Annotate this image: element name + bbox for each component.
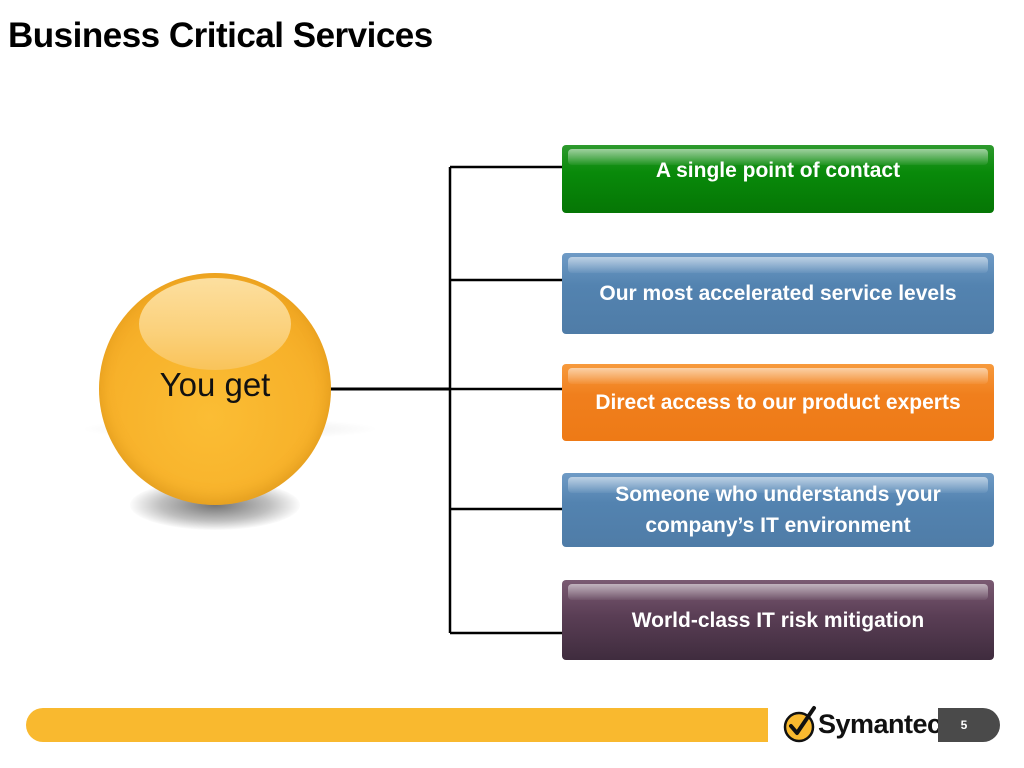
- benefit-label: World-class IT risk mitigation: [631, 608, 925, 632]
- benefit-box-4: Someone who understands your company’s I…: [562, 473, 994, 547]
- benefit-label: Our most accelerated service levels: [599, 282, 957, 305]
- slide-title: Business Critical Services: [8, 16, 433, 55]
- benefit-box-3: Direct access to our product experts: [562, 364, 994, 441]
- hub-label: You get: [159, 366, 271, 403]
- benefit-box-2: Our most accelerated service levels: [562, 253, 994, 334]
- benefit-box-1: A single point of contact: [562, 145, 994, 213]
- page-number: 5: [938, 708, 1000, 742]
- benefit-label: A single point of contact: [655, 159, 901, 182]
- brand-logo: Symantec.: [818, 709, 944, 740]
- checkmark-seal-icon: [783, 706, 816, 743]
- benefit-label: Someone who understands your company’s I…: [615, 483, 941, 537]
- hub-highlight: [139, 278, 291, 370]
- footer-bar: [26, 708, 826, 742]
- benefit-box-5: World-class IT risk mitigation: [562, 580, 994, 660]
- brand-name: Symantec: [818, 709, 942, 739]
- benefit-label: Direct access to our product experts: [595, 391, 961, 414]
